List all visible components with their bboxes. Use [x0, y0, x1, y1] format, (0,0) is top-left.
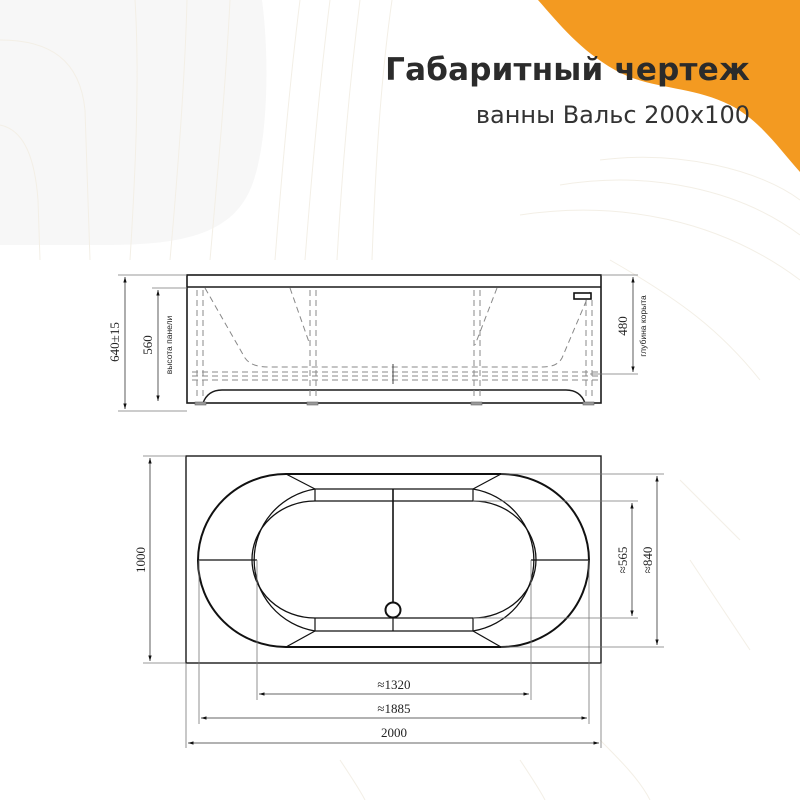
gray-blob — [0, 0, 267, 245]
dim-outer-bowl-length: ≈1885 — [377, 701, 410, 716]
dim-outer-bowl-width: ≈840 — [640, 547, 655, 574]
dim-panel-height: 560 — [140, 335, 155, 355]
dim-total-height: 640±15 — [107, 322, 122, 362]
dim-inner-width: ≈565 — [615, 547, 630, 574]
orange-accent-shape — [538, 0, 800, 172]
label-tub-depth: глубина корыта — [638, 295, 648, 357]
overflow-icon — [573, 292, 592, 300]
top-view: 1000 ≈565 ≈840 ≈1320 ≈1885 2000 — [133, 455, 664, 748]
drain-icon — [384, 601, 402, 619]
dim-length: 2000 — [381, 725, 407, 740]
dim-width: 1000 — [133, 547, 148, 573]
page-title: Габаритный чертеж — [385, 52, 750, 88]
dim-inner-length: ≈1320 — [377, 677, 410, 692]
front-view: 640±15 560 высота панели 480 глубина кор… — [107, 274, 648, 412]
dim-tub-depth: 480 — [615, 316, 630, 336]
page-subtitle: ванны Вальс 200x100 — [475, 101, 750, 129]
label-panel-height: высота панели — [164, 315, 174, 374]
